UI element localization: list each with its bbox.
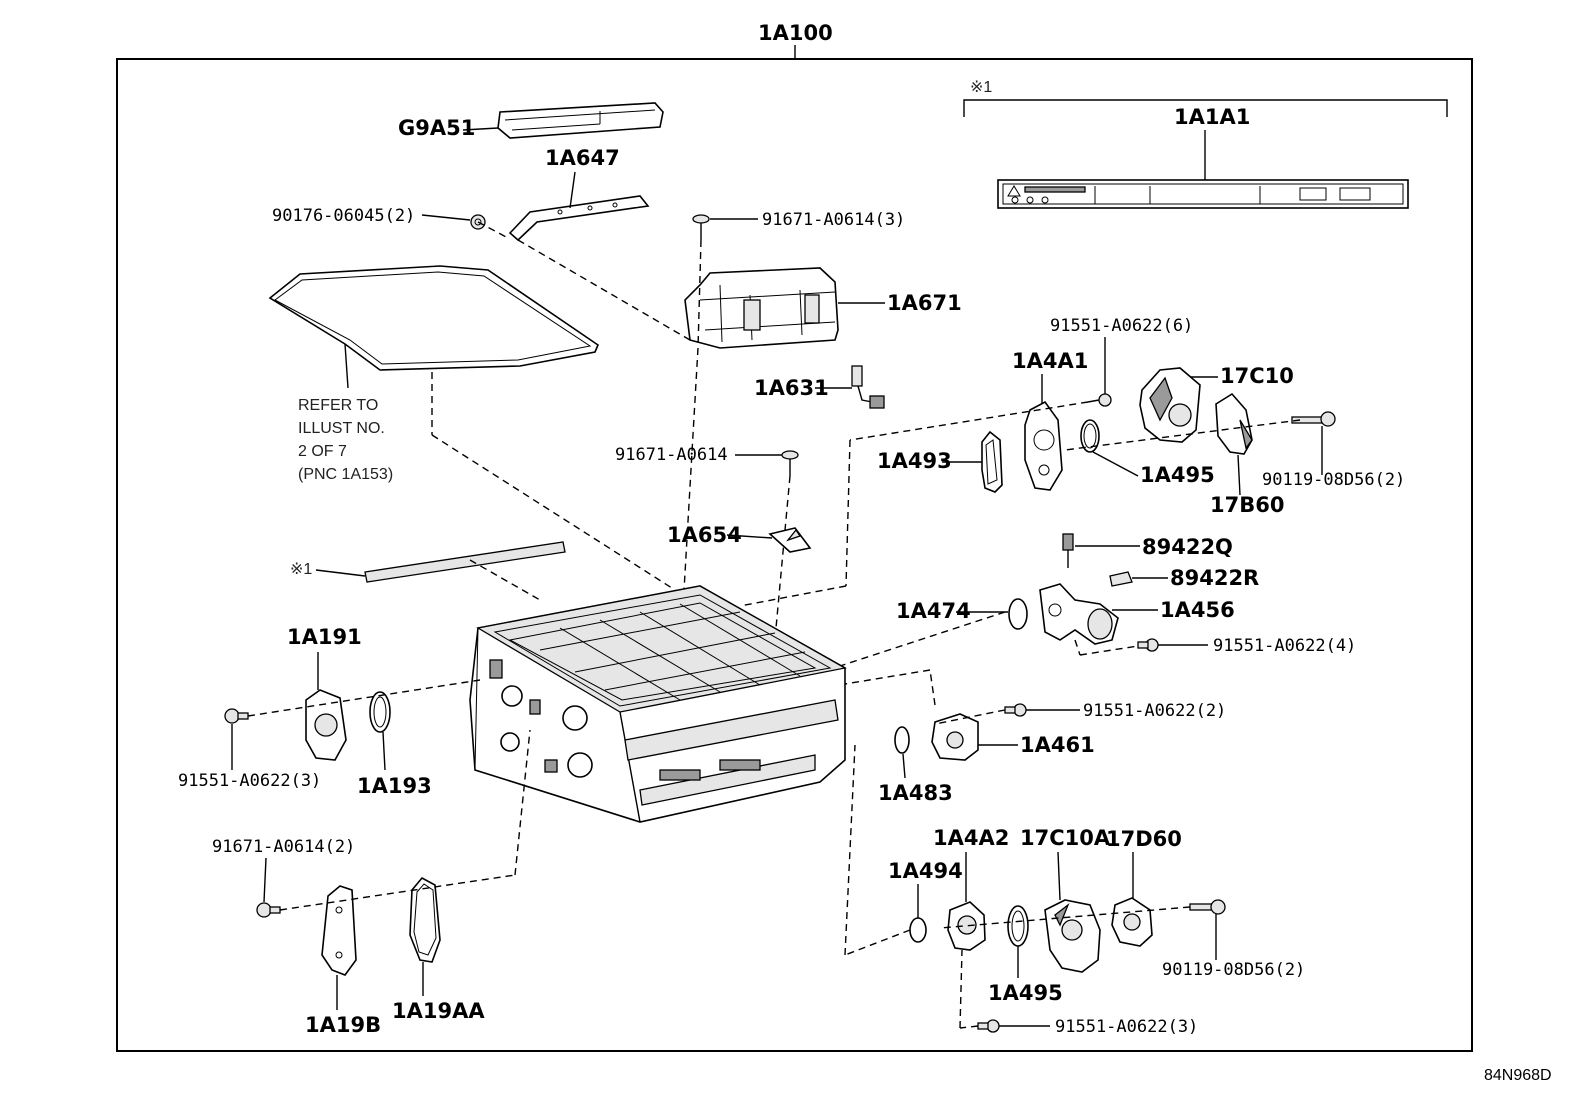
label-17d60[interactable]: 17D60 [1106,827,1182,851]
label-89422q[interactable]: 89422Q [1142,535,1233,559]
housing-1a4a1 [1024,400,1063,491]
screw-91671-2 [256,902,281,918]
label-1a4a2[interactable]: 1A4A2 [933,826,1009,850]
label-1a4a1[interactable]: 1A4A1 [1012,349,1088,373]
refer-note-line-4: (PNC 1A153) [298,466,393,483]
label-90176-06045[interactable]: 90176-06045(2) [272,206,415,226]
label-17b60[interactable]: 17B60 [1210,493,1284,517]
pump-17c10a [1044,899,1101,973]
bolt-91551-3-bottom [977,1019,1000,1033]
oring-1a494 [909,917,927,943]
label-g9a51[interactable]: G9A51 [398,116,475,140]
label-1a671[interactable]: 1A671 [887,291,962,315]
gasket-1a493 [981,430,1003,493]
label-91551-a0622-4[interactable]: 91551-A0622(4) [1213,636,1356,656]
label-1a493[interactable]: 1A493 [877,449,952,473]
label-1a19aa[interactable]: 1A19AA [392,999,485,1023]
label-17c10[interactable]: 17C10 [1220,364,1294,388]
oring-1a193 [369,691,391,733]
bolt-91551-6 [1087,393,1112,407]
bolt-91551-3-left [224,708,249,724]
housing-1a4a2 [947,901,986,951]
cover-17d60 [1111,897,1153,947]
label-91551-a0622-6[interactable]: 91551-A0622(6) [1050,316,1193,336]
screw-91671-1 [781,450,799,476]
label-91671-a0614-3[interactable]: 91671-A0614(3) [762,210,905,230]
label-strip [364,541,566,583]
gasket-1a19aa [409,876,441,963]
bracket-1a654 [768,527,812,553]
label-17c10a[interactable]: 17C10A [1020,826,1111,850]
bolt-90119-bottom [1189,899,1226,915]
label-91551-a0622-2[interactable]: 91551-A0622(2) [1083,701,1226,721]
illustration-id: 84N968D [1484,1067,1552,1084]
label-1a495-top[interactable]: 1A495 [1140,463,1215,487]
refer-note-line-3: 2 OF 7 [298,443,347,460]
label-90119-08d56-bottom[interactable]: 90119-08D56(2) [1162,960,1305,980]
cover-g9a51 [497,102,664,139]
label-89422r[interactable]: 89422R [1170,566,1259,590]
cover-1a19b [321,885,357,976]
refer-note-line-1: REFER TO [298,397,378,414]
screw-91671-3 [692,214,710,240]
oring-1a495-top [1080,419,1100,453]
sensor-89422r [1109,571,1133,587]
bracket-1a671 [684,267,839,349]
label-91551-a0622-3-left[interactable]: 91551-A0622(3) [178,771,321,791]
oring-1a483 [894,726,910,754]
label-1a483[interactable]: 1A483 [878,781,953,805]
warning-label-1a1a1 [997,179,1409,209]
label-1a191[interactable]: 1A191 [287,625,362,649]
inverter-case [469,585,847,823]
bolt-90119-top [1291,411,1336,427]
fitting-1a461 [931,713,979,761]
label-91551-a0622-3-bottom[interactable]: 91551-A0622(3) [1055,1017,1198,1037]
label-1a1a1[interactable]: 1A1A1 [1174,105,1250,129]
bolt-91551-4 [1137,638,1159,652]
label-1a100[interactable]: 1A100 [758,21,833,45]
label-1a474[interactable]: 1A474 [896,599,971,623]
outlet-1a456 [1039,583,1119,645]
label-91671-a0614-2[interactable]: 91671-A0614(2) [212,837,355,857]
footnote-mark-left: ※1 [290,561,312,578]
label-91671-a0614[interactable]: 91671-A0614 [615,445,728,465]
label-1a494[interactable]: 1A494 [888,859,963,883]
label-90119-08d56-top[interactable]: 90119-08D56(2) [1262,470,1405,490]
sensor-89422q [1062,533,1074,568]
label-1a495-bottom[interactable]: 1A495 [988,981,1063,1005]
cover-17b60 [1215,392,1253,455]
pump-17c10 [1139,367,1201,443]
cover-1a191 [305,689,347,761]
gasket-seal-ring [268,265,599,371]
label-1a19b[interactable]: 1A19B [305,1013,381,1037]
oring-1a474 [1008,598,1028,630]
refer-note-line-2: ILLUST NO. [298,420,385,437]
oring-1a495-bottom [1007,905,1029,947]
sensor-1a631 [851,365,885,409]
label-1a193[interactable]: 1A193 [357,774,432,798]
label-1a461[interactable]: 1A461 [1020,733,1095,757]
footnote-mark-right: ※1 [970,79,992,96]
label-1a647[interactable]: 1A647 [545,146,620,170]
bracket-1a647 [508,195,650,242]
bolt-91551-2 [1004,703,1027,717]
label-1a456[interactable]: 1A456 [1160,598,1235,622]
